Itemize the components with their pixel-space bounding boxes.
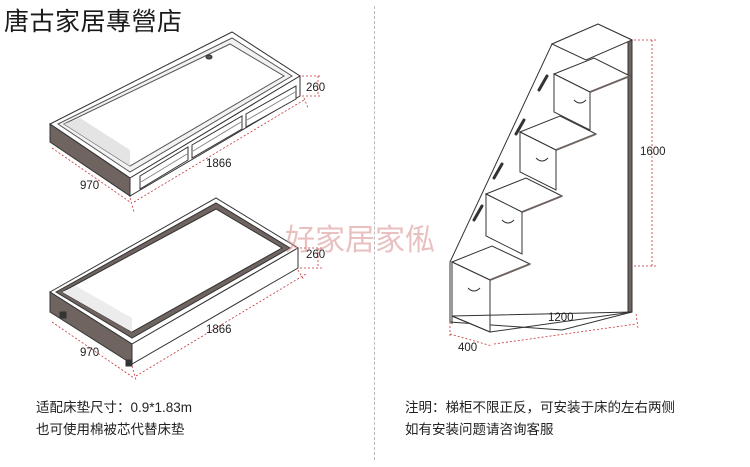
mattress-size-note: 适配床垫尺寸：0.9*1.83m — [36, 400, 193, 415]
top-bed-dimension-lines — [51, 75, 322, 213]
store-title: 唐古家居專營店 — [4, 7, 183, 36]
trundle-width-label: 970 — [80, 347, 100, 359]
top-bed-drawing — [49, 31, 301, 197]
stair-depth-label: 400 — [458, 342, 478, 354]
watermark-text: 好家居家俬 — [285, 223, 435, 258]
top-bed-height-label: 260 — [306, 82, 326, 94]
trundle-drawing — [49, 197, 299, 367]
top-bed-width-label: 970 — [80, 180, 100, 192]
stair-length-label: 1200 — [548, 312, 574, 324]
quilt-alternative-note: 也可使用棉被芯代替床垫 — [36, 422, 185, 437]
panel-divider — [374, 6, 375, 460]
trundle-height-label: 260 — [306, 249, 326, 261]
stair-install-note: 注明：梯柜不限正反，可安装于床的左右两侧 — [405, 400, 675, 415]
top-bed-length-label: 1866 — [206, 158, 232, 170]
stair-cabinet-drawing — [449, 23, 634, 333]
trundle-length-label: 1866 — [206, 324, 232, 336]
stair-height-label: 1600 — [640, 146, 666, 158]
service-contact-note: 如有安装问题请咨询客服 — [405, 422, 554, 437]
trundle-dimension-lines — [51, 247, 322, 381]
stair-dimension-lines — [449, 39, 656, 347]
